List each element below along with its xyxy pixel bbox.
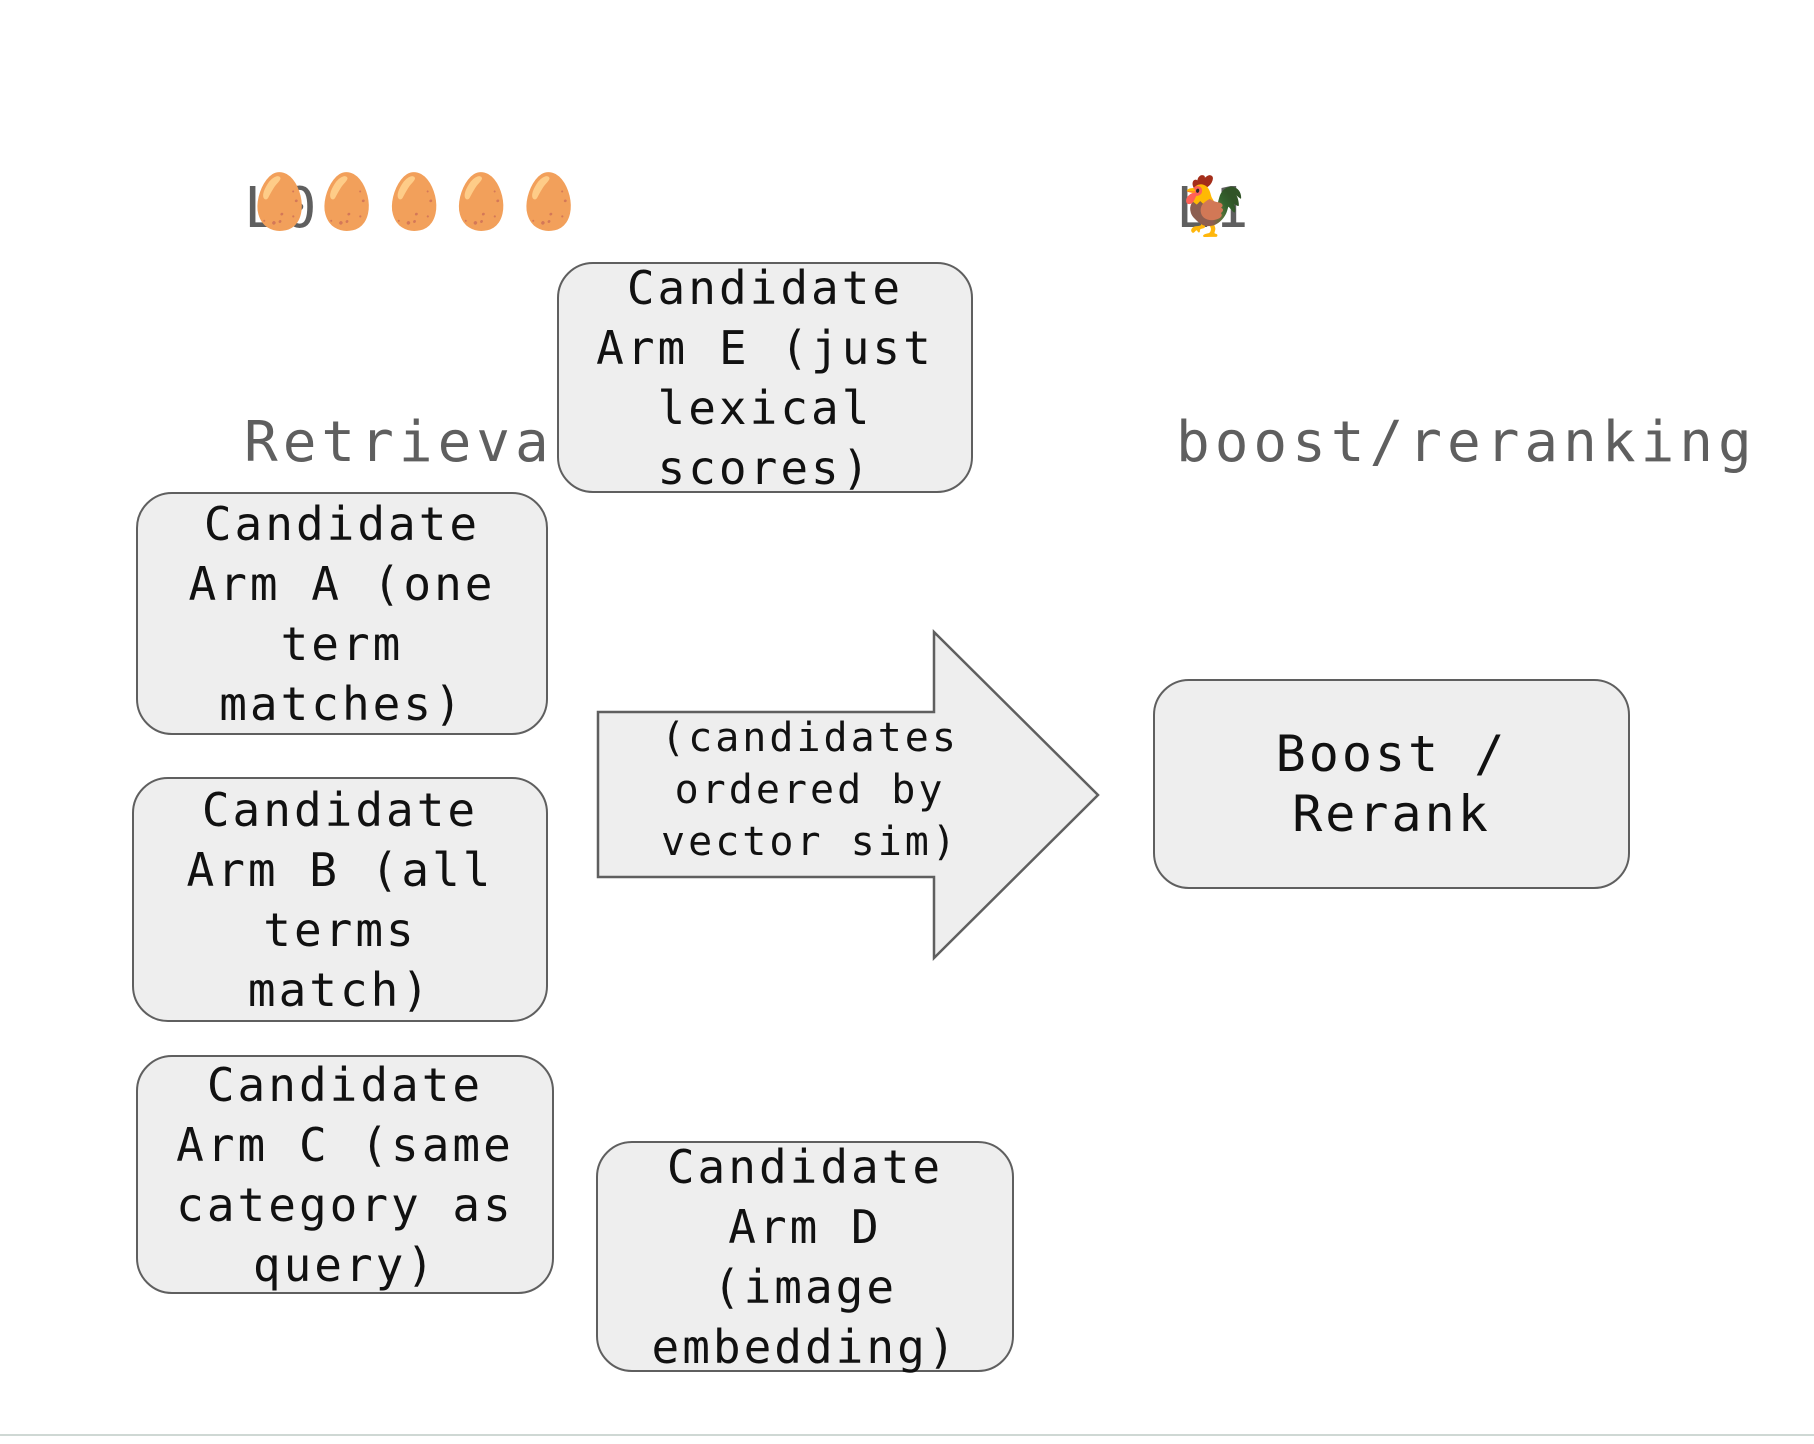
rooster-icon: 🐓 (1176, 172, 1249, 240)
boost-rerank-box: Boost / Rerank (1153, 679, 1630, 889)
l1-level-label: L1 (1176, 176, 1254, 241)
candidate-arm-e-label: Candidate Arm E (just lexical scores) (596, 260, 934, 495)
candidate-arm-c-box: Candidate Arm C (same category as query) (136, 1055, 554, 1294)
flow-arrow-label: (candidates ordered by vector sim) (661, 715, 959, 865)
boost-rerank-label: Boost / Rerank (1275, 725, 1508, 843)
candidate-arm-b-box: Candidate Arm B (all terms match) (132, 777, 548, 1022)
bottom-divider (0, 1434, 1814, 1436)
candidate-arm-a-label: Candidate Arm A (one term matches) (188, 496, 496, 731)
candidate-arm-b-label: Candidate Arm B (all terms match) (186, 782, 494, 1017)
candidate-arm-d-label: Candidate Arm D (image embedding) (651, 1139, 959, 1374)
l1-heading: L1 boost/reranking (1176, 14, 1757, 560)
flow-arrow (596, 629, 1100, 961)
egg-icon-row: 🥚🥚🥚🥚🥚 (246, 170, 582, 234)
flow-arrow-shape (596, 629, 1100, 961)
l0-level-label: L0 (244, 176, 322, 241)
candidate-arm-e-box: Candidate Arm E (just lexical scores) (557, 261, 973, 495)
l1-title: boost/reranking (1176, 410, 1757, 475)
candidate-arm-a-box: Candidate Arm A (one term matches) (136, 492, 548, 735)
candidate-arm-c-label: Candidate Arm C (same category as query) (176, 1057, 514, 1292)
rooster-icon-row: 🐓 (1176, 172, 1248, 241)
egg-icons: 🥚🥚🥚🥚🥚 (246, 170, 583, 233)
candidate-arm-d-box: Candidate Arm D (image embedding) (596, 1140, 1014, 1374)
